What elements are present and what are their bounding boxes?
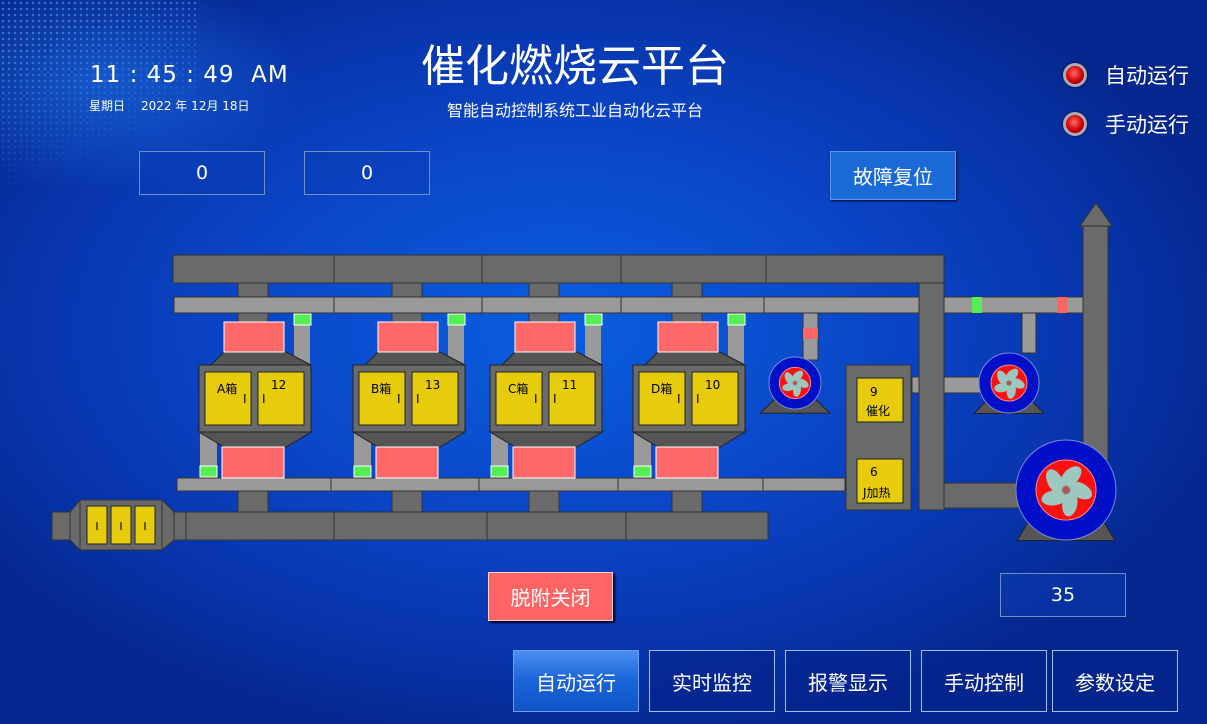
top-exhaust-duct bbox=[172, 254, 945, 284]
nav-parameter-settings[interactable]: 参数设定 bbox=[1052, 650, 1178, 712]
nav-auto-run[interactable]: 自动运行 bbox=[513, 650, 639, 712]
tank-value-panel bbox=[411, 371, 459, 426]
page-subtitle: 智能自动控制系统工业自动化云平台 bbox=[446, 101, 703, 120]
catalytic-panels: 9 催化 6 J加热 bbox=[856, 377, 904, 504]
valve-open-indicator bbox=[490, 465, 509, 478]
adsorption-tank: C箱 I 11I bbox=[488, 282, 604, 513]
valve-open-indicator bbox=[199, 465, 218, 478]
tank-mark: I bbox=[397, 392, 401, 406]
upper-heater bbox=[514, 321, 576, 353]
nav-manual-control[interactable]: 手动控制 bbox=[921, 650, 1047, 712]
fan-duct bbox=[943, 482, 1025, 509]
clock-date: 星期日 2022 年 12月 18日 bbox=[89, 97, 250, 114]
valve-open-indicator bbox=[447, 313, 466, 326]
filter-panels: I I I bbox=[86, 505, 156, 545]
auto-run-lamp-icon bbox=[1063, 63, 1087, 87]
tank-label: D箱 bbox=[651, 381, 672, 396]
catalysis-label: 催化 bbox=[866, 404, 890, 418]
manual-run-lamp-icon bbox=[1063, 112, 1087, 136]
tank-label-panel bbox=[638, 371, 686, 426]
exhaust-fan-2-icon bbox=[972, 352, 1046, 414]
valve-closed-indicator bbox=[803, 328, 818, 339]
nav-realtime-monitor[interactable]: 实时监控 bbox=[649, 650, 775, 712]
tank-value-panel bbox=[691, 371, 739, 426]
tank-mark: I bbox=[696, 392, 700, 406]
valve-open-indicator bbox=[584, 313, 603, 326]
main-fan-value: 35 bbox=[1000, 573, 1126, 617]
date: 2022 年 12月 18日 bbox=[141, 99, 250, 113]
lower-heater bbox=[655, 446, 719, 479]
tank-value: 12 bbox=[271, 378, 286, 392]
valve-open-indicator bbox=[293, 313, 312, 326]
adsorption-tank: D箱 I 10I bbox=[631, 282, 747, 513]
valve-open-indicator bbox=[972, 297, 982, 313]
valve-closed-indicator bbox=[1057, 297, 1067, 313]
tank-value: 11 bbox=[562, 378, 577, 392]
lower-heater bbox=[512, 446, 576, 479]
main-fan-icon bbox=[1015, 439, 1117, 541]
filter-mark: I bbox=[95, 520, 98, 533]
filter-mark: I bbox=[143, 520, 146, 533]
counter-2: 0 bbox=[304, 151, 430, 195]
fault-reset-button[interactable]: 故障复位 bbox=[830, 151, 956, 200]
weekday: 星期日 bbox=[89, 99, 126, 113]
lower-duct bbox=[175, 511, 769, 541]
tank-label: A箱 bbox=[217, 381, 237, 396]
desorption-off-button[interactable]: 脱附关闭 bbox=[488, 572, 613, 621]
clock-time: 11 : 45 : 49 AM bbox=[90, 62, 289, 88]
chimney-arrow-icon bbox=[1079, 202, 1113, 227]
chimney bbox=[1082, 224, 1109, 461]
tank-value: 10 bbox=[705, 378, 720, 392]
tank-value: 13 bbox=[425, 378, 440, 392]
valve-open-indicator bbox=[633, 465, 652, 478]
lower-heater bbox=[221, 446, 285, 479]
exhaust-fan-1-icon bbox=[758, 356, 832, 414]
fan-blade-icon bbox=[1041, 466, 1093, 517]
tank-mark: I bbox=[534, 392, 538, 406]
tank-value-panel bbox=[257, 371, 305, 426]
tank-label: B箱 bbox=[371, 381, 391, 396]
manual-run-label: 手动运行 bbox=[1105, 113, 1189, 137]
valve-open-indicator bbox=[727, 313, 746, 326]
catalysis-value: 9 bbox=[870, 385, 878, 399]
adsorption-tank: B箱 I 13I bbox=[351, 282, 467, 513]
tank-mark: I bbox=[416, 392, 420, 406]
fan-blade-icon bbox=[994, 368, 1025, 399]
upper-heater bbox=[377, 321, 439, 353]
upper-heater bbox=[657, 321, 719, 353]
tank-mark: I bbox=[243, 392, 247, 406]
tank-mark: I bbox=[677, 392, 681, 406]
page-title: 催化燃烧云平台 bbox=[421, 41, 729, 92]
counter-1: 0 bbox=[139, 151, 265, 195]
upper-heater bbox=[223, 321, 285, 353]
filter-mark: I bbox=[119, 520, 122, 533]
tank-label: C箱 bbox=[508, 381, 528, 396]
vertical-duct bbox=[918, 282, 945, 511]
fan-blade-icon bbox=[782, 370, 809, 397]
lower-heater bbox=[375, 446, 439, 479]
lower-pipe bbox=[176, 477, 846, 492]
tank-label-panel bbox=[358, 371, 406, 426]
valve-open-indicator bbox=[353, 465, 372, 478]
adsorption-tank: A箱 I 12I bbox=[197, 282, 313, 513]
auto-run-label: 自动运行 bbox=[1105, 64, 1189, 88]
upper-pipe bbox=[173, 296, 920, 314]
tank-mark: I bbox=[262, 392, 266, 406]
tank-label-panel bbox=[204, 371, 252, 426]
heating-label: J加热 bbox=[862, 486, 891, 500]
tank-label-panel bbox=[495, 371, 543, 426]
nav-alarm-display[interactable]: 报警显示 bbox=[785, 650, 911, 712]
tank-value-panel bbox=[548, 371, 596, 426]
heating-value: 6 bbox=[870, 465, 878, 479]
tank-mark: I bbox=[553, 392, 557, 406]
